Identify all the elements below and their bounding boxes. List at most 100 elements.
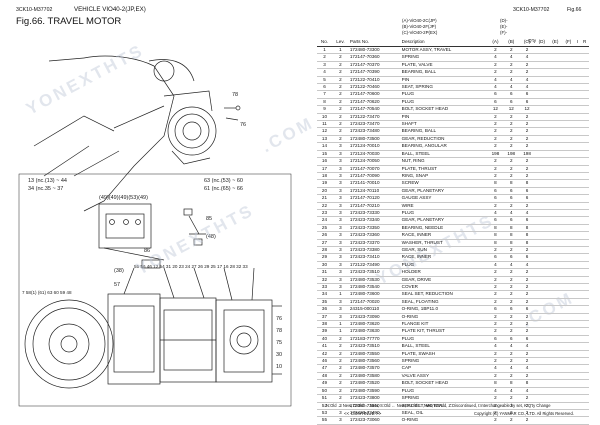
qty-empty	[548, 105, 562, 114]
qty-b: 2	[503, 276, 520, 285]
qty-empty	[574, 320, 581, 329]
qty-empty	[574, 216, 581, 225]
qty-a: 2	[487, 283, 504, 292]
part-description: FLANGE KIT	[400, 320, 488, 329]
qty-b: 2	[503, 290, 520, 299]
part-number: 172147-70070	[348, 165, 401, 173]
qty-empty	[580, 372, 589, 381]
part-description: BEARING, NEEDLE	[400, 224, 488, 233]
qty-empty	[548, 357, 562, 366]
callout-inset-2: 34 (nc.35 ~ 37	[28, 186, 63, 192]
part-lev: 3	[331, 172, 349, 181]
qty-empty	[574, 246, 581, 255]
qty-empty	[548, 350, 562, 359]
callout-78: 78	[232, 92, 238, 98]
part-lev: 3	[331, 268, 349, 277]
qty-empty	[574, 372, 581, 381]
qty-empty	[534, 335, 549, 344]
qty-empty	[574, 113, 581, 122]
part-no: 2	[317, 53, 332, 62]
qty-empty	[580, 135, 589, 144]
qty-b: 4	[503, 342, 520, 351]
part-number: 172480-73610	[348, 402, 401, 410]
qty-empty	[561, 305, 575, 314]
model-legend: (A)-ViO40-2C(JP) (B)-ViO40-2F(JP) (C)-Vi…	[402, 18, 437, 36]
part-no: 16	[317, 157, 332, 166]
qty-empty	[548, 135, 562, 144]
qty-empty	[561, 364, 575, 373]
qty-a: 4	[487, 83, 504, 92]
qty-c: 2	[519, 298, 535, 307]
part-no: 11	[317, 120, 332, 129]
part-number: 172480-73540	[348, 283, 401, 292]
qty-empty	[580, 253, 589, 262]
qty-empty	[580, 83, 589, 92]
part-number: 172147-70600	[348, 90, 401, 99]
qty-empty	[574, 53, 581, 62]
qty-a: 8	[487, 231, 504, 240]
qty-empty	[548, 157, 562, 166]
qty-empty	[580, 350, 589, 359]
qty-a: 2	[487, 113, 504, 122]
qty-empty	[548, 379, 562, 388]
qty-empty	[534, 416, 549, 425]
qty-empty	[561, 268, 575, 277]
qty-c: 2	[519, 157, 535, 166]
qty-empty	[548, 409, 562, 418]
qty-empty	[574, 105, 581, 114]
qty-b: 2	[503, 320, 520, 329]
part-number: 172147-70540	[348, 105, 401, 114]
part-lev: 3	[331, 224, 349, 233]
qty-c: 4	[519, 364, 535, 373]
qty-b: 2	[503, 313, 520, 322]
part-description: GEAR, REDUCTION	[400, 135, 488, 144]
qty-empty	[574, 194, 581, 203]
qty-empty	[574, 165, 581, 173]
qty-b: 2	[503, 120, 520, 129]
part-lev: 3	[331, 276, 349, 285]
part-number: 172480-73560	[348, 357, 401, 366]
part-number: 172183-77770	[348, 335, 401, 344]
qty-empty	[580, 98, 589, 107]
qty-c: 8	[519, 179, 535, 188]
qty-empty	[580, 194, 589, 203]
qty-empty	[574, 387, 581, 396]
callout-row-top: 55 56 46 12 54 31 20 23 24 27 26 29 25 1…	[134, 264, 248, 269]
qty-a: 8	[487, 379, 504, 388]
qty-a: 8	[487, 239, 504, 247]
qty-empty	[548, 90, 562, 99]
qty-empty	[548, 83, 562, 92]
qty-empty	[548, 327, 562, 336]
qty-empty	[548, 253, 562, 262]
qty-a: 2	[487, 409, 504, 418]
part-lev: 2	[331, 105, 349, 114]
qty-b: 8	[503, 379, 520, 388]
model-d: (D)-	[500, 18, 508, 23]
qty-empty	[561, 320, 575, 329]
part-number: 172423-73510	[348, 342, 401, 351]
qty-empty	[534, 157, 549, 166]
part-lev: 3	[331, 165, 349, 173]
qty-empty	[574, 239, 581, 247]
part-number: 172480-73530	[348, 276, 401, 285]
qty-empty	[548, 239, 562, 247]
qty-b: 2	[503, 416, 520, 425]
qty-b: 2	[503, 327, 520, 336]
part-no: 41	[317, 342, 332, 351]
part-no: 15	[317, 150, 332, 159]
part-description: GAUGE ASSY	[400, 194, 488, 203]
qty-empty	[548, 268, 562, 277]
qty-empty	[574, 61, 581, 70]
part-lev: 2	[331, 113, 349, 122]
qty-c: 2	[519, 246, 535, 255]
callout-78b: 78	[276, 328, 282, 334]
qty-empty	[580, 402, 589, 410]
part-lev: 2	[331, 342, 349, 351]
qty-empty	[574, 127, 581, 136]
part-description: GEAR, PLANETARY	[400, 216, 488, 225]
qty-a: 2	[487, 172, 504, 181]
